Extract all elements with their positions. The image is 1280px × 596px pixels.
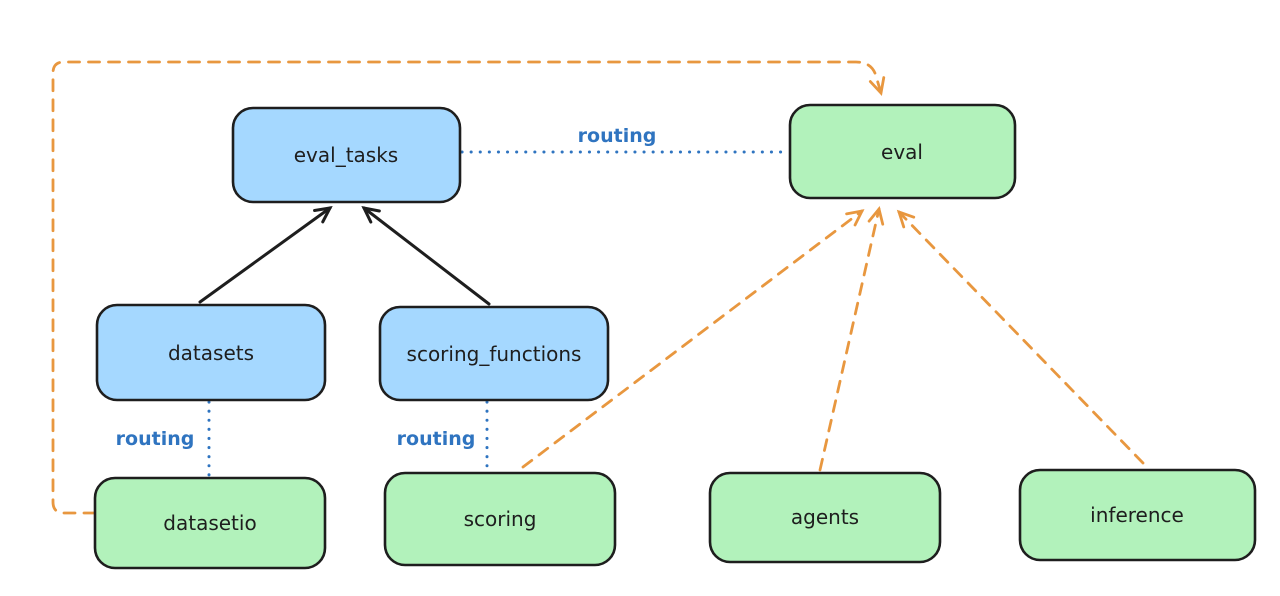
edge-datasetio-to-eval [51, 60, 886, 515]
edge-scoring-functions-to-eval-tasks [361, 205, 491, 306]
node-datasets[interactable]: datasets [95, 303, 327, 402]
routing-label-datasets-datasetio: routing [116, 428, 195, 450]
edge-datasets-to-eval-tasks [198, 206, 333, 304]
node-eval-tasks-label: eval_tasks [294, 143, 398, 167]
node-scoring[interactable]: scoring [383, 471, 617, 567]
node-eval-label: eval [881, 140, 923, 164]
node-datasetio-label: datasetio [163, 511, 256, 535]
node-agents-label: agents [791, 505, 859, 529]
node-eval-tasks[interactable]: eval_tasks [231, 106, 462, 204]
node-datasetio[interactable]: datasetio [93, 476, 327, 570]
routing-label-scoring-functions-scoring: routing [397, 428, 476, 450]
edge-agents-to-eval [818, 205, 885, 472]
node-inference-label: inference [1090, 503, 1184, 527]
node-datasets-label: datasets [168, 341, 254, 365]
node-scoring-label: scoring [464, 507, 537, 531]
node-scoring-functions-label: scoring_functions [407, 342, 582, 366]
node-scoring-functions[interactable]: scoring_functions [378, 305, 610, 402]
node-eval[interactable]: eval [788, 103, 1017, 200]
node-agents[interactable]: agents [708, 471, 942, 564]
routing-label-eval-tasks-eval: routing [578, 125, 657, 147]
node-inference[interactable]: inference [1018, 468, 1257, 562]
edge-inference-to-eval [896, 209, 1145, 465]
edge-scoring-to-eval [521, 209, 865, 469]
